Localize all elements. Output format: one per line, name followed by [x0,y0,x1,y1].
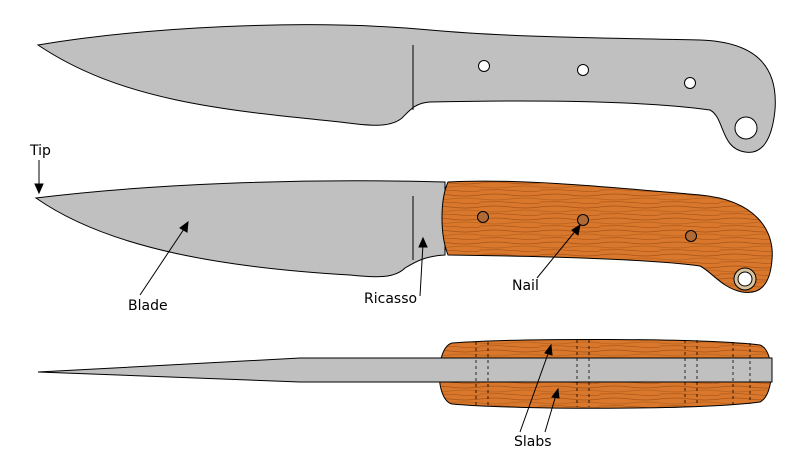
pin-dashed-lines [475,340,751,407]
label-nail: Nail [512,278,539,294]
blade-arrow [139,225,187,296]
pin-hole-2 [577,64,589,76]
nail-2 [577,214,589,226]
knife-blank [36,24,776,153]
label-tip: Tip [29,143,51,159]
nail-3 [685,230,697,242]
handle-slab [441,180,773,294]
blade-spine-view [37,357,773,383]
lanyard-tube-inner [737,271,753,287]
nail-1 [477,211,489,223]
pin-hole-1 [478,60,490,72]
knife-assembled [34,180,773,294]
ricasso-arrow [419,243,424,297]
knife-blank-outline [36,24,776,153]
label-blade: Blade [128,298,168,314]
slabs-arrow-2 [544,394,557,433]
pin-hole-3 [684,77,696,89]
slabs-arrow-1 [519,350,550,433]
knife-spine-view [37,338,773,409]
label-ricasso: Ricasso [364,291,417,307]
nail-arrow [536,228,578,279]
label-slabs: Slabs [514,434,552,450]
annotation-arrows [34,160,581,433]
blade-shape [34,180,446,278]
lanyard-hole [734,116,758,140]
